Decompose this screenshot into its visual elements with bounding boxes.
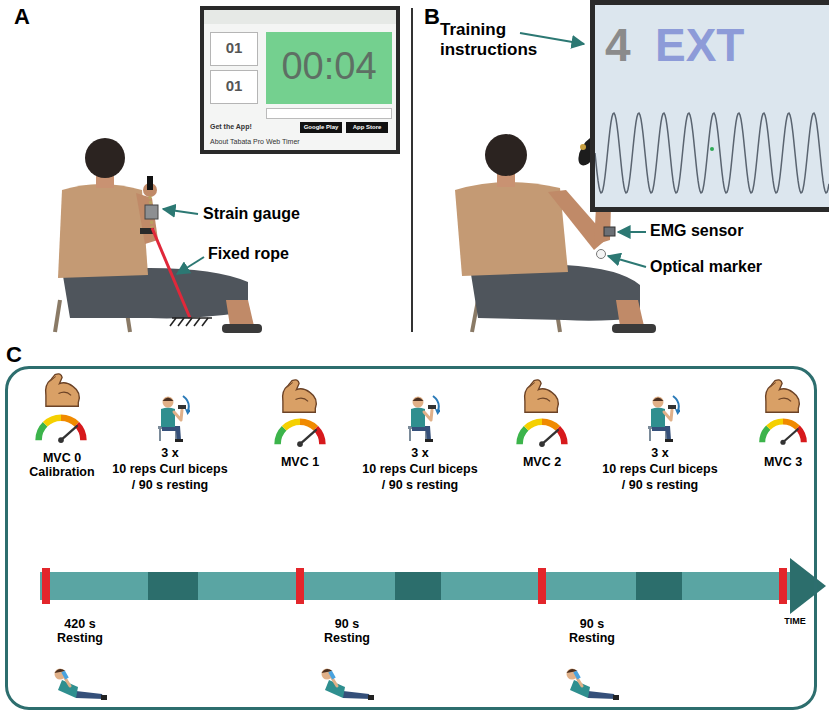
screen-text: 00:04 [281, 45, 376, 89]
timeline-icons-part [762, 421, 804, 444]
timeline-bar-part [42, 568, 50, 604]
screen-text: App Store [353, 124, 382, 131]
callout-label: Fixed rope [208, 245, 289, 263]
screen-panel [204, 10, 396, 24]
person-a-part [85, 138, 125, 178]
instruction-screen: 4 EXT [590, 0, 829, 212]
leader-arrows-a-part [163, 209, 198, 214]
ground-symbol-part [194, 318, 200, 326]
timeline-label: MVC 0 Calibration [16, 451, 108, 480]
person-b-part [597, 250, 606, 259]
timeline-label: 3 x [161, 446, 178, 460]
timeline-bar-part [148, 572, 198, 600]
callout-label: EMG sensor [650, 222, 743, 240]
person-b-part [616, 300, 644, 326]
person-b-part [580, 144, 586, 150]
timeline-bar-part [395, 572, 441, 600]
timeline-label: / 90 s resting [622, 478, 698, 492]
timeline-icons-part [520, 422, 565, 447]
timeline-label: 90 s Resting [316, 617, 378, 646]
timeline-label: / 90 s resting [132, 478, 208, 492]
chair-part [55, 300, 60, 332]
timeline-label: TIME [784, 616, 806, 626]
timeline-icons-part [322, 669, 375, 701]
signal-wave [595, 101, 829, 205]
panel-c-frame: C [5, 366, 817, 710]
timeline-icons [39, 374, 804, 700]
timeline-icons-part [39, 418, 84, 443]
panel-divider [411, 8, 413, 332]
timeline-icons-part [525, 380, 559, 412]
screen-text: 4 [605, 19, 631, 72]
timeline-label: / 90 s resting [382, 478, 458, 492]
person-a-part [147, 176, 153, 190]
timeline-icons-part [766, 380, 800, 412]
panel-letter: B [424, 4, 440, 29]
ground-symbol [170, 318, 212, 326]
person-a-part [58, 184, 148, 278]
person-a [55, 138, 262, 333]
callout-label: Strain gauge [203, 205, 300, 223]
timeline-icons-part [648, 396, 681, 442]
timeline-label: 10 reps Curl biceps [112, 462, 227, 476]
screen-text: 01 [226, 77, 243, 94]
timeline-icons-part [408, 396, 441, 442]
leader-arrows-a-part [177, 257, 204, 274]
person-b-part [455, 182, 568, 276]
ground-symbol-part [186, 318, 192, 326]
person-a-part [222, 324, 262, 333]
timeline-icons-part [283, 380, 317, 412]
timeline-bar-part [538, 568, 546, 604]
timeline-label: 3 x [651, 446, 668, 460]
callout-label: Training instructions [440, 20, 555, 59]
timeline-label: 90 s Resting [561, 617, 623, 646]
timeline-bar-part [779, 568, 787, 604]
timeline-bar-part [636, 572, 682, 600]
screen-text: About Tabata Pro Web Timer [210, 138, 300, 146]
person-a-part [226, 300, 254, 326]
timeline-icons-part [278, 422, 323, 447]
timeline-icons-part [158, 396, 191, 442]
timeline-label: 10 reps Curl biceps [602, 462, 717, 476]
person-a-part [145, 205, 158, 219]
screen-text: 01 [226, 39, 243, 56]
timeline-icons-part [567, 669, 620, 701]
timeline-icons-part [46, 374, 80, 406]
leader-arrows-a [163, 209, 204, 274]
timeline-label: 3 x [411, 446, 428, 460]
person-a-part [152, 228, 190, 318]
timeline-label: 10 reps Curl biceps [362, 462, 477, 476]
ground-symbol-part [170, 318, 176, 326]
ground-symbol-part [202, 318, 208, 326]
ground-symbol-part [178, 318, 184, 326]
panel-letter: A [14, 4, 30, 29]
screen-text: EXT [655, 19, 744, 72]
timeline-icons-part [55, 669, 108, 701]
timeline-bar-part [790, 558, 826, 614]
timeline-label: MVC 3 [764, 455, 802, 469]
timeline-label: MVC 1 [281, 455, 319, 469]
timeline-label: MVC 2 [523, 455, 561, 469]
person-b-part [485, 134, 527, 176]
timeline-bar [40, 558, 826, 614]
screen-text: C [6, 342, 22, 367]
leader-arrows-b-part [618, 231, 646, 233]
person-b-part [604, 227, 615, 236]
timer-screen: 01 01 00:04Get the App! Google Play App Stor… [200, 6, 400, 154]
person-b-part [612, 324, 656, 333]
timeline-bar-part [40, 572, 792, 600]
screen-text: Google Play [304, 124, 339, 131]
screen-text: Get the App! [210, 123, 252, 131]
cursor-dot [710, 147, 714, 151]
timeline-label: 420 s Resting [49, 617, 111, 646]
sine-line [595, 113, 829, 193]
timeline-bar-part [296, 568, 304, 604]
screen-panel [266, 108, 392, 119]
callout-label: Optical marker [650, 258, 762, 276]
leader-arrows-b-part [608, 256, 646, 267]
